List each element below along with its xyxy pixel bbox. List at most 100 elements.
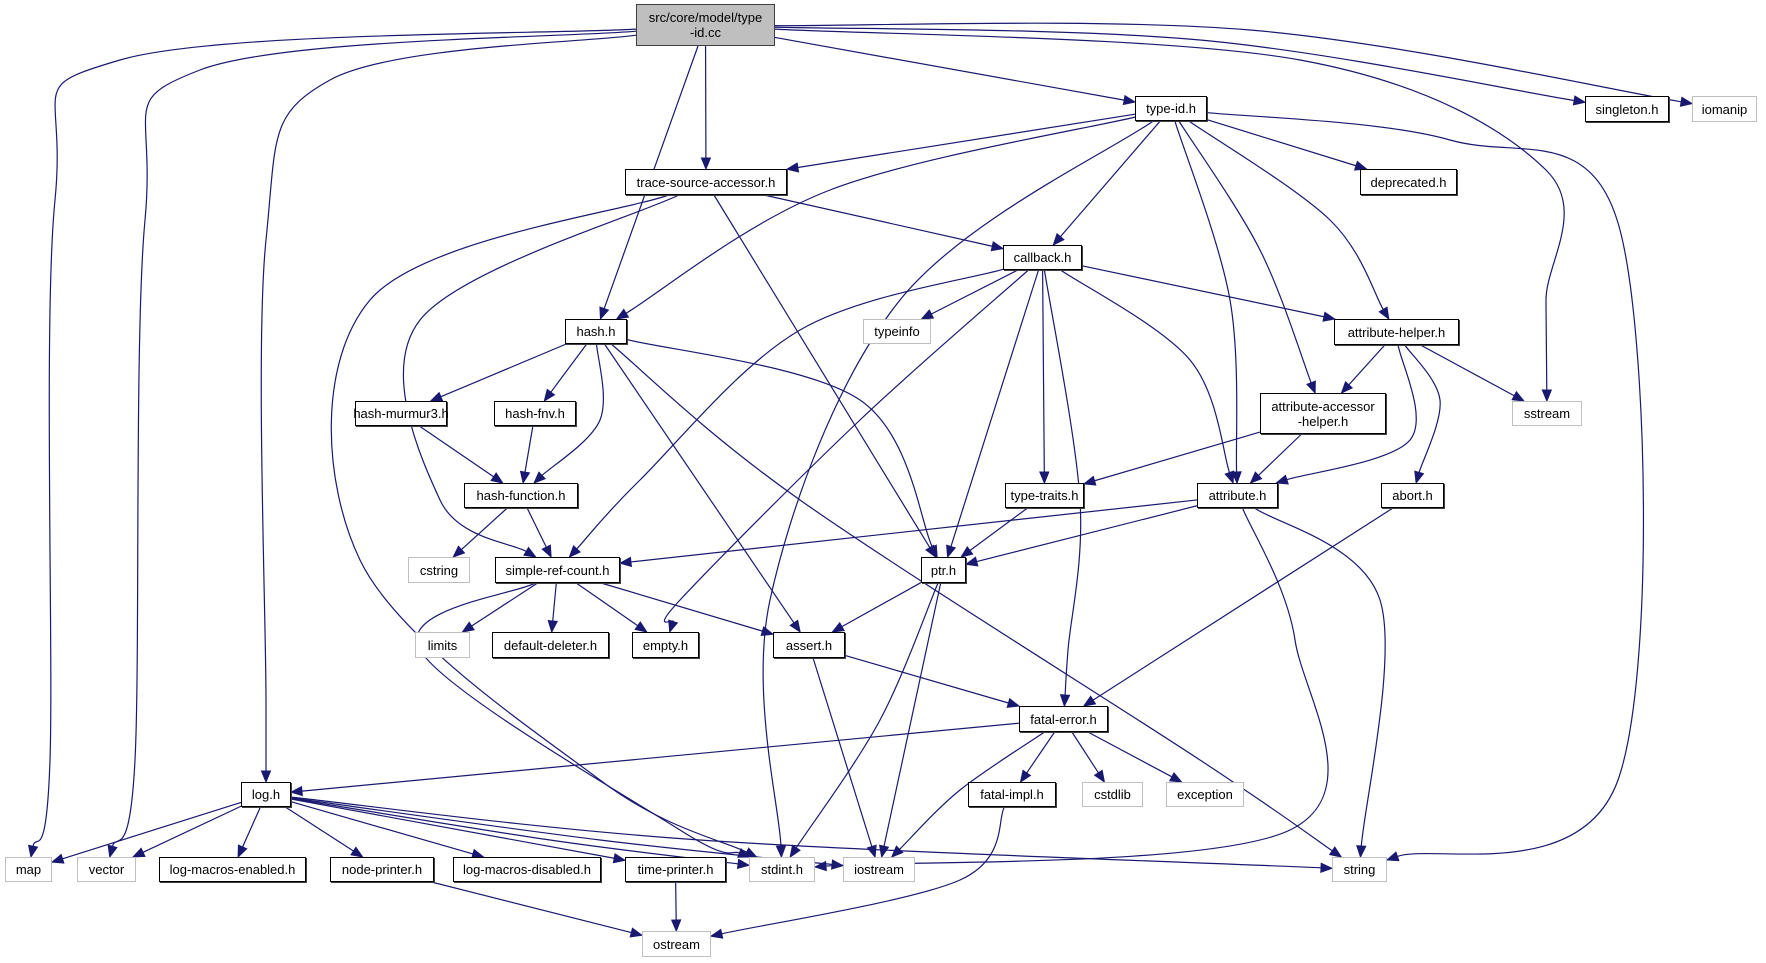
node-string[interactable]: string <box>1332 857 1387 882</box>
arrowhead-icon <box>1168 771 1183 783</box>
node-hash-h[interactable]: hash.h <box>565 319 627 344</box>
arrowhead-icon <box>1340 380 1354 394</box>
edge-line <box>1254 507 1386 847</box>
node-simple-ref-count-h[interactable]: simple-ref-count.h <box>495 557 620 583</box>
edge-line <box>526 507 547 548</box>
node-node-printer-h[interactable]: node-printer.h <box>330 857 434 882</box>
edge-line <box>1420 344 1515 397</box>
node-vector[interactable]: vector <box>77 857 136 882</box>
node-trace-source-accessor-h[interactable]: trace-source-accessor.h <box>625 169 787 195</box>
edge-line <box>32 28 637 847</box>
node-type-id-cc[interactable]: src/core/model/type -id.cc <box>636 4 775 46</box>
edge-simple-ref-count-h-to-empty-h <box>575 582 648 633</box>
node-empty-h[interactable]: empty.h <box>632 632 699 658</box>
edge-line <box>1060 269 1231 473</box>
arrowhead-icon <box>1039 471 1050 485</box>
edge-line <box>461 507 508 551</box>
arrowhead-icon <box>1093 769 1106 784</box>
node-hash-fnv-h[interactable]: hash-fnv.h <box>494 401 576 426</box>
edge-line <box>774 36 1125 101</box>
node-attribute-helper-h[interactable]: attribute-helper.h <box>1334 319 1459 345</box>
node-cstdlib[interactable]: cstdlib <box>1082 782 1143 807</box>
arrowhead-icon <box>615 308 630 320</box>
edge-line <box>1092 507 1394 701</box>
arrowhead-icon <box>1322 311 1337 322</box>
node-singleton-h[interactable]: singleton.h <box>1585 96 1669 122</box>
node-log-h[interactable]: log.h <box>241 782 291 807</box>
node-limits[interactable]: limits <box>415 632 470 658</box>
edge-type-id-h-to-attribute-h <box>1174 120 1242 485</box>
edge-attribute-helper-h-to-attribute-accessor-helper-h <box>1340 344 1386 394</box>
arrowhead-icon <box>519 470 531 485</box>
node-exception[interactable]: exception <box>1166 782 1244 807</box>
edge-log-h-to-vector <box>131 805 242 858</box>
node-assert-h[interactable]: assert.h <box>773 632 845 658</box>
edge-line <box>626 338 933 548</box>
edge-trace-source-accessor-h-to-ptr-h <box>713 194 937 559</box>
edge-line <box>721 806 1005 935</box>
node-fatal-error-h[interactable]: fatal-error.h <box>1019 706 1108 732</box>
node-attribute-accessor-helper-h[interactable]: attribute-accessor -helper.h <box>1260 393 1386 434</box>
node-ptr-h[interactable]: ptr.h <box>921 557 966 583</box>
node-log-macros-enabled-h[interactable]: log-macros-enabled.h <box>159 857 306 882</box>
arrowhead-icon <box>541 544 552 559</box>
node-iostream[interactable]: iostream <box>843 857 915 882</box>
arrowhead-icon <box>1541 389 1553 403</box>
edge-attribute-h-to-ptr-h <box>964 505 1198 567</box>
edge-line <box>931 269 1019 315</box>
node-hash-murmur3-h[interactable]: hash-murmur3.h <box>353 401 449 426</box>
arrowhead-icon <box>670 919 682 933</box>
node-type-id-h[interactable]: type-id.h <box>1135 96 1207 121</box>
arrowhead-icon <box>1511 390 1526 402</box>
edge-line <box>471 582 538 627</box>
edge-type-id-h-to-deprecated-h <box>1206 119 1368 171</box>
arrowhead-icon <box>946 544 957 559</box>
edge-line <box>844 654 1009 704</box>
edge-line <box>1174 120 1238 473</box>
node-abort-h[interactable]: abort.h <box>1381 483 1444 508</box>
edge-assert-h-to-fatal-error-h <box>844 654 1021 708</box>
node-attribute-h[interactable]: attribute.h <box>1197 483 1278 508</box>
node-default-deleter-h[interactable]: default-deleter.h <box>492 632 609 658</box>
arrowhead-icon <box>452 545 466 558</box>
node-map[interactable]: map <box>5 857 52 882</box>
node-cstring[interactable]: cstring <box>408 557 470 583</box>
node-fatal-impl-h[interactable]: fatal-impl.h <box>968 782 1056 807</box>
edge-ptr-h-to-iostream <box>878 582 942 859</box>
node-log-macros-disabled-h[interactable]: log-macros-disabled.h <box>453 857 601 882</box>
arrowhead-icon <box>1414 470 1425 485</box>
edge-trace-source-accessor-h-to-callback-h <box>763 194 1005 252</box>
node-hash-function-h[interactable]: hash-function.h <box>464 483 578 508</box>
arrowhead-icon <box>107 844 118 859</box>
edge-line <box>630 499 1198 563</box>
node-ostream[interactable]: ostream <box>642 931 711 957</box>
edge-simple-ref-count-h-to-default-deleter-h <box>547 582 559 634</box>
edge-line <box>774 28 1565 391</box>
node-callback-h[interactable]: callback.h <box>1003 245 1082 270</box>
arrowhead-icon <box>964 556 979 567</box>
arrowhead-icon <box>990 241 1005 252</box>
edge-line <box>774 22 1682 103</box>
edge-hash-murmur3-h-to-hash-function-h <box>418 425 504 484</box>
node-deprecated-h[interactable]: deprecated.h <box>1360 169 1457 195</box>
edge-line <box>1087 731 1173 778</box>
node-sstream[interactable]: sstream <box>1512 401 1582 426</box>
edge-fatal-error-h-to-cstdlib <box>1071 731 1106 784</box>
arrowhead-icon <box>1019 769 1032 784</box>
arrowhead-icon <box>1320 862 1334 873</box>
edge-type-id-h-to-string <box>1206 111 1645 862</box>
arrowhead-icon <box>1082 695 1097 707</box>
edge-hash-h-to-assert-h <box>603 343 801 634</box>
edge-line <box>841 582 922 628</box>
node-iomanip[interactable]: iomanip <box>1692 96 1757 122</box>
arrowhead-icon <box>1328 846 1343 858</box>
node-stdint-h[interactable]: stdint.h <box>749 857 815 882</box>
node-type-traits-h[interactable]: type-traits.h <box>1005 483 1084 508</box>
edge-line <box>1206 119 1357 167</box>
node-time-printer-h[interactable]: time-printer.h <box>625 857 726 882</box>
edge-line <box>825 507 1329 867</box>
arrowhead-icon <box>866 844 877 859</box>
edge-trace-source-accessor-h-to-simple-ref-count-h <box>402 194 680 558</box>
node-typeinfo[interactable]: typeinfo <box>863 319 931 344</box>
arrowhead-icon <box>785 162 800 173</box>
